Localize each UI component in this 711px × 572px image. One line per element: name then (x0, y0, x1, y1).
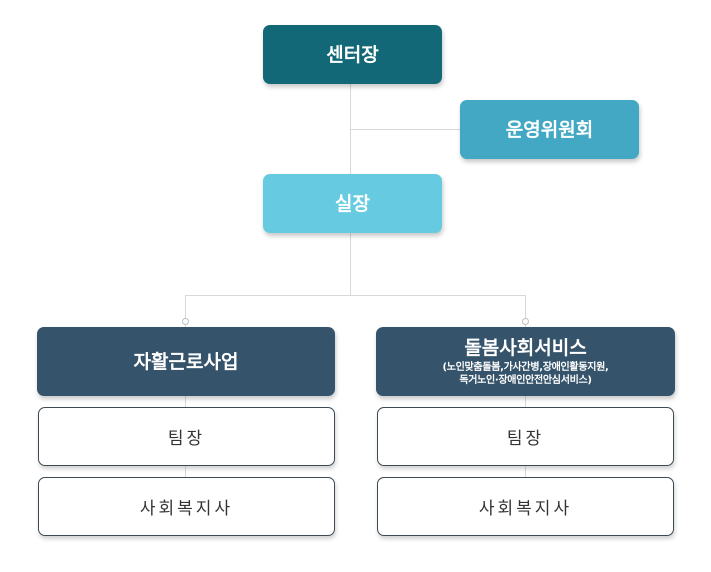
committee-node: 운영위원회 (460, 100, 639, 159)
connector-right-branch (525, 295, 526, 329)
connector-manager-down (350, 233, 351, 295)
manager-label: 실장 (335, 192, 370, 215)
connector-director-manager (350, 84, 351, 176)
social-worker-node: 사회복지사 (377, 477, 674, 536)
division-sub-line-1: (노인맞춤돌봄,가사간병,장애인활동지원, (442, 361, 609, 373)
connector-left-branch (185, 295, 186, 329)
social-worker-label: 사회복지사 (478, 499, 573, 519)
social-worker-label: 사회복지사 (139, 499, 234, 519)
committee-label: 운영위원회 (505, 118, 594, 141)
team-leader-node: 팀장 (377, 407, 674, 466)
manager-node: 실장 (263, 174, 442, 233)
social-worker-node: 사회복지사 (38, 477, 335, 536)
director-node: 센터장 (263, 25, 442, 84)
division-node-self-support: 자활근로사업 (37, 327, 335, 396)
connector-committee (350, 129, 462, 130)
connector-dot-left (182, 318, 189, 325)
team-leader-node: 팀장 (38, 407, 335, 466)
team-leader-label: 팀장 (506, 429, 545, 449)
connector-horizontal-branch (185, 295, 526, 296)
division-node-care-service: 돌봄사회서비스 (노인맞춤돌봄,가사간병,장애인활동지원, 독거노인·장애인안전… (376, 327, 675, 396)
team-leader-label: 팀장 (167, 429, 206, 449)
division-label: 자활근로사업 (133, 350, 239, 373)
division-sub-line-2: 독거노인·장애인안전안심서비스) (459, 374, 592, 386)
director-label: 센터장 (326, 43, 379, 66)
division-label: 돌봄사회서비스 (464, 336, 587, 359)
connector-dot-right (522, 318, 529, 325)
